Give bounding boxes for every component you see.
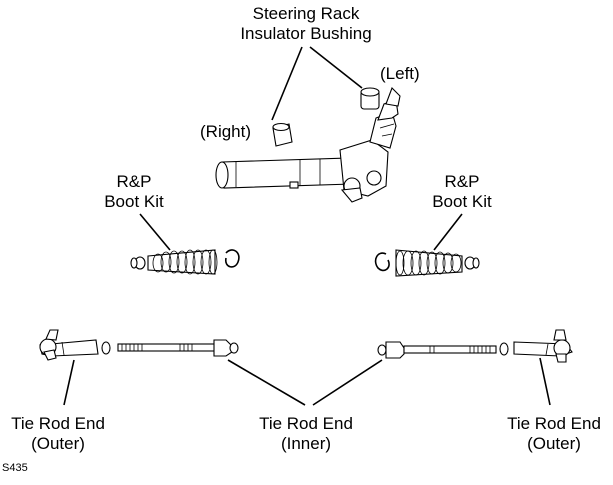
label-line: (Outer): [527, 434, 581, 453]
label-line: Steering Rack: [252, 4, 360, 23]
tie-rod-outer-right: [513, 329, 573, 363]
leader-outer-left: [63, 359, 75, 406]
label-line: Boot Kit: [104, 192, 164, 211]
label-line: Tie Rod End: [11, 414, 105, 433]
leader-bushing-left: [309, 46, 363, 89]
leader-boot-right: [433, 213, 463, 251]
label-boot-kit-right: R&P Boot Kit: [424, 172, 500, 212]
jam-nut-left: [101, 341, 111, 355]
label-line: R&P: [444, 172, 480, 191]
leader-inner-left: [227, 359, 306, 406]
boot-kit-right: [374, 249, 480, 277]
label-line: Tie Rod End: [507, 414, 601, 433]
label-line: Insulator Bushing: [240, 24, 372, 43]
label-line: Boot Kit: [432, 192, 492, 211]
boot-kit-left: [130, 249, 240, 275]
tie-rod-inner-right: [377, 341, 497, 359]
leader-inner-right: [312, 359, 383, 406]
label-tie-rod-inner: Tie Rod End (Inner): [252, 414, 360, 454]
leader-bushing-right: [271, 46, 303, 121]
tie-rod-outer-left: [39, 329, 99, 361]
steering-rack-assembly: [215, 87, 401, 203]
label-line: R&P: [116, 172, 152, 191]
bushing-left: [360, 87, 380, 110]
leader-boot-left: [139, 213, 171, 251]
label-line: (Inner): [280, 434, 332, 453]
label-right: (Right): [200, 122, 251, 142]
figure-code: S435: [2, 462, 28, 474]
label-line: (Left): [380, 64, 420, 83]
leader-outer-right: [539, 357, 551, 406]
jam-nut-right: [499, 342, 509, 356]
label-line: (Outer): [31, 434, 85, 453]
leader-lines: [63, 46, 551, 406]
tie-rod-inner-left: [117, 339, 239, 357]
label-tie-rod-outer-right: Tie Rod End (Outer): [500, 414, 608, 454]
label-boot-kit-left: R&P Boot Kit: [96, 172, 172, 212]
label-tie-rod-outer-left: Tie Rod End (Outer): [4, 414, 112, 454]
label-line: Tie Rod End: [259, 414, 353, 433]
label-steering-rack-bushing: Steering Rack Insulator Bushing: [230, 4, 382, 44]
label-line: (Right): [200, 122, 252, 141]
label-left: (Left): [380, 64, 420, 84]
bushing-right: [272, 122, 293, 147]
